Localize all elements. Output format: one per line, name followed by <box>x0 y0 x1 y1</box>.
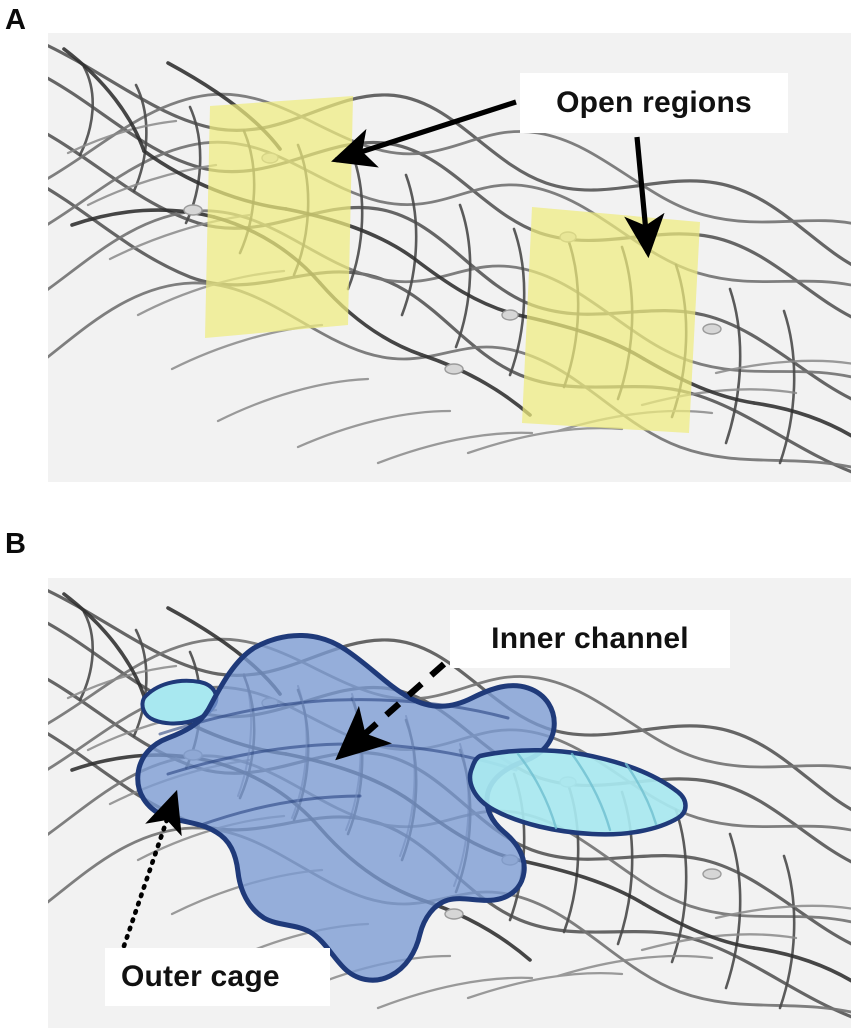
callout-outer-cage: Outer cage <box>105 948 330 1006</box>
panel-b-highlight-layer <box>135 632 688 983</box>
callout-open-regions: Open regions <box>520 73 788 133</box>
inner-channel-fold-lines <box>516 752 658 832</box>
panel-a-highlight-layer <box>205 96 700 433</box>
highlight-open-region-left <box>205 96 353 338</box>
highlight-open-region-right <box>522 207 700 433</box>
panel-letter-b: B <box>5 528 26 560</box>
panel-letter-a: A <box>5 4 26 36</box>
callout-inner-channel: Inner channel <box>450 610 730 668</box>
